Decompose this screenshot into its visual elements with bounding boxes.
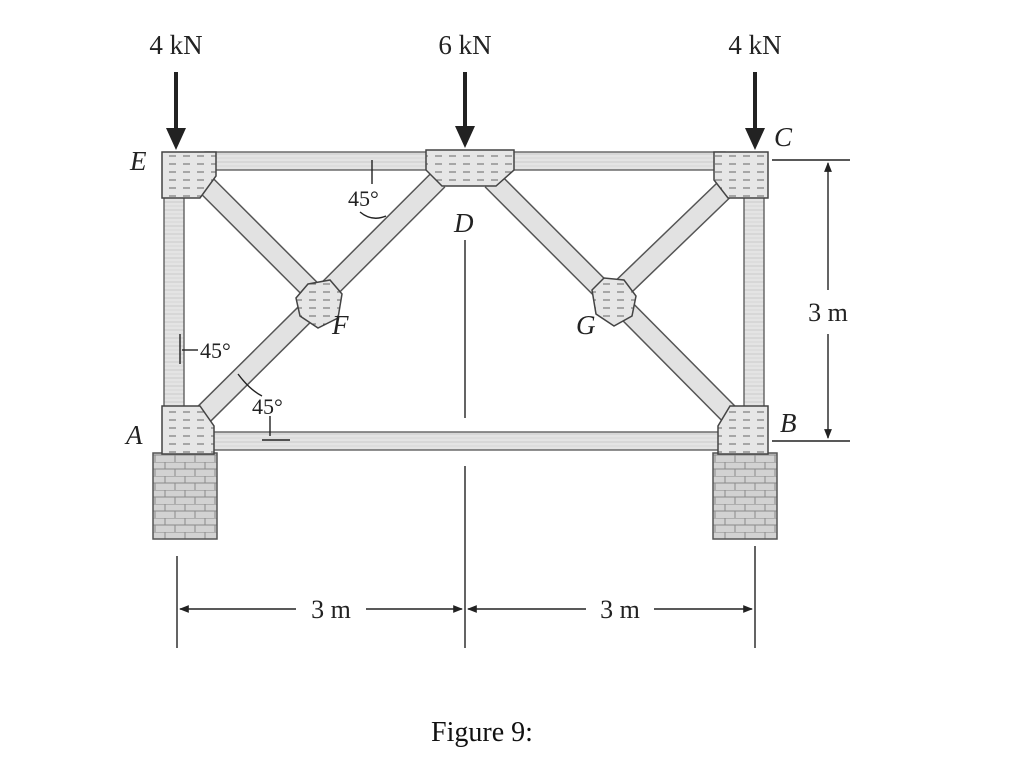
load-arrows — [166, 72, 765, 150]
gusset-E — [161, 151, 217, 199]
node-label-B: B — [780, 408, 797, 438]
load-label-middle: 6 kN — [438, 30, 491, 60]
node-label-E: E — [129, 146, 147, 176]
load-arrowhead-D — [455, 126, 475, 148]
angle-arc-bottom — [237, 373, 263, 397]
node-label-A: A — [124, 420, 143, 450]
vertical-dimension — [772, 159, 850, 442]
angle-label-bottom: 45° — [252, 394, 283, 419]
support-right — [712, 452, 778, 540]
member-ED — [204, 151, 438, 171]
node-label-D: D — [453, 208, 474, 238]
node-label-G: G — [576, 310, 596, 340]
gusset-F — [295, 279, 343, 329]
node-label-C: C — [774, 122, 793, 152]
member-GB-fill — [615, 299, 742, 427]
node-label-F: F — [331, 310, 349, 340]
member-DG-fill — [485, 173, 615, 303]
member-FD-fill — [315, 173, 445, 303]
gusset-plates — [161, 149, 769, 455]
load-arrowhead-C — [745, 128, 765, 150]
dim-label-left-span: 3 m — [311, 595, 351, 624]
member-AF-fill — [191, 297, 322, 427]
gusset-G — [591, 277, 637, 327]
member-AE — [163, 189, 185, 413]
angle-label-top: 45° — [348, 186, 379, 211]
gusset-B — [717, 405, 769, 455]
gusset-C — [713, 151, 769, 199]
dim-label-height: 3 m — [808, 298, 848, 327]
member-DC — [499, 151, 726, 171]
angle-arc-top — [359, 211, 387, 219]
load-label-left: 4 kN — [149, 30, 202, 60]
member-GC-fill — [613, 177, 737, 297]
member-BC — [743, 189, 765, 413]
truss-members — [163, 151, 765, 451]
figure-caption: Figure 9: — [431, 717, 533, 748]
member-AB — [204, 431, 731, 451]
load-label-right: 4 kN — [728, 30, 781, 60]
member-EF-fill — [199, 178, 322, 301]
load-arrowhead-E — [166, 128, 186, 150]
gusset-D — [425, 149, 515, 187]
dim-label-right-span: 3 m — [600, 595, 640, 624]
angle-marks — [179, 160, 387, 441]
angle-label-left: 45° — [200, 338, 231, 363]
horizontal-dimensions — [176, 546, 756, 648]
support-left — [152, 452, 218, 540]
gusset-A — [161, 405, 215, 455]
